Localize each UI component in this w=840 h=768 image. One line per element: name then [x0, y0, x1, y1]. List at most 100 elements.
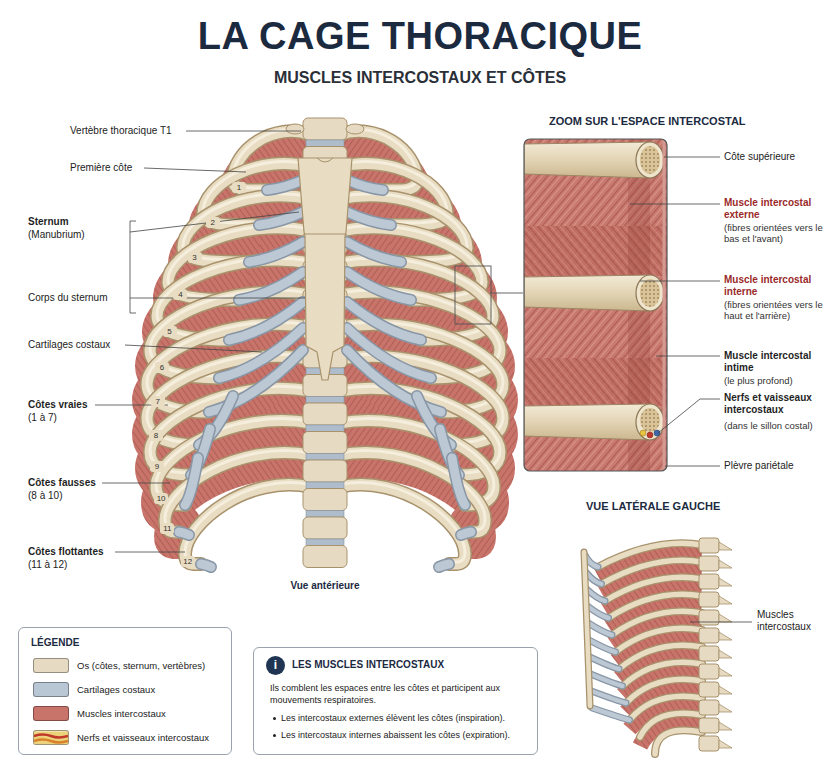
costal-cartilage: [589, 640, 616, 652]
transverse-process: [346, 124, 364, 134]
part-note: (Manubrium): [28, 229, 85, 241]
rib-marrow: [640, 408, 660, 432]
part-label: Nerfs et vaisseaux intercostaux: [724, 392, 834, 416]
costal-cartilage: [452, 458, 465, 505]
vertebra: [699, 556, 719, 571]
nerve-band: [34, 732, 68, 745]
part-note: (le plus profond): [724, 375, 834, 386]
cartilage-outline: [249, 242, 303, 262]
spinous-process: [719, 560, 732, 568]
rib-marrow: [640, 146, 660, 174]
vein: [654, 430, 660, 436]
disc: [306, 140, 344, 147]
info-bullet: Les intercostaux internes abaissent les …: [281, 729, 531, 741]
rib-bone: [524, 142, 650, 178]
disc: [306, 539, 344, 546]
part-label: Côtes flottantes: [28, 546, 104, 558]
vertebra: [699, 610, 719, 625]
part-label: Sternum: [28, 216, 69, 228]
part-label: Cartilages costaux: [28, 339, 110, 351]
info-icon: i: [266, 656, 285, 675]
callout-number: 11: [160, 523, 174, 534]
callout-number: 2: [206, 217, 220, 228]
rib-marrow: [640, 279, 660, 307]
ribs: [147, 129, 503, 564]
spinous-process: [719, 542, 732, 550]
spinous-process: [719, 740, 732, 748]
part-note: (fibres orientées vers le bas et l'avant…: [724, 222, 834, 245]
costal-cartilage: [587, 606, 608, 618]
rib-bone: [185, 485, 311, 565]
cartilage-outline: [592, 708, 629, 720]
callout-number: 10: [154, 493, 168, 504]
rib-bone: [655, 730, 702, 754]
spinous-process: [719, 596, 732, 604]
legend-swatch: [33, 658, 69, 673]
cartilage-outline: [185, 458, 198, 505]
info-box: iLES MUSCLES INTERCOSTAUXIls comblent le…: [253, 647, 538, 755]
costal-cartilage: [179, 532, 189, 535]
rib-section: [636, 404, 664, 440]
costal-cartilage: [587, 589, 605, 601]
legend-text: Cartilages costaux: [77, 684, 155, 695]
disc: [306, 425, 344, 432]
nerve-sample: [34, 732, 68, 745]
legend-sample: [33, 730, 69, 745]
vertebra: [699, 682, 719, 697]
costal-cartilage: [592, 708, 629, 720]
costal-cartilage: [239, 272, 303, 300]
legend-text: Muscles intercostaux: [77, 708, 166, 719]
rib-outline: [339, 485, 465, 565]
costal-cartilage: [185, 458, 198, 505]
part-note: (11 à 12): [28, 559, 67, 571]
callout-number: 9: [150, 461, 164, 472]
rib-bone: [339, 485, 465, 565]
vertebra: [303, 460, 347, 482]
rib-bone: [524, 404, 650, 440]
cartilage-outline: [591, 674, 623, 686]
rib-highlight: [339, 483, 465, 563]
cartilage-outline: [347, 272, 411, 300]
costal-cartilage: [249, 242, 303, 262]
legend-text: Os (côtes, sternum, vertèbres): [77, 660, 205, 671]
costal-cartilage: [209, 350, 303, 412]
rib-outline: [185, 485, 311, 565]
intercostal-muscles: [147, 147, 503, 548]
zoom-connector: [491, 293, 523, 294]
spinous-process: [719, 632, 732, 640]
vertebra: [699, 664, 719, 679]
vertebra: [303, 517, 347, 539]
part-note: (1 à 7): [28, 412, 57, 424]
callout-number: 8: [149, 430, 163, 441]
cartilage-outline: [209, 350, 303, 412]
callout-number: 4: [173, 289, 187, 300]
cartilage-outline: [179, 532, 189, 535]
sternum: [298, 158, 352, 380]
spinous-process: [719, 668, 732, 676]
cartilage-outline: [439, 564, 449, 567]
vessel-line: [34, 735, 68, 738]
vertebra: [699, 700, 719, 715]
costal-cartilage: [461, 532, 471, 535]
part-label: Muscle intercostal interne: [724, 274, 834, 298]
sternum-bone: [584, 552, 590, 706]
zoom-frame: [524, 139, 667, 471]
transverse-process: [286, 124, 304, 134]
info-heading: LES MUSCLES INTERCOSTAUX: [292, 659, 444, 671]
vertebra: [699, 628, 719, 643]
vertebra: [303, 489, 347, 511]
cartilage-outline: [590, 657, 619, 669]
vertebra: [303, 403, 347, 425]
costal-cartilage: [588, 623, 612, 635]
disc: [306, 511, 344, 518]
part-label: Vertèbre thoracique T1: [70, 125, 172, 137]
costal-cartilage: [347, 212, 391, 225]
section-heading: VUE LATÉRALE GAUCHE: [586, 500, 720, 513]
legend-box: LÉGENDEOs (côtes, sternum, vertèbres)Car…: [18, 627, 232, 755]
costal-cartilage: [347, 242, 401, 262]
cartilage-outline: [267, 180, 303, 190]
external-muscle: [524, 139, 667, 471]
part-note: (dans le sillon costal): [724, 420, 834, 431]
spinous-process: [719, 614, 732, 622]
